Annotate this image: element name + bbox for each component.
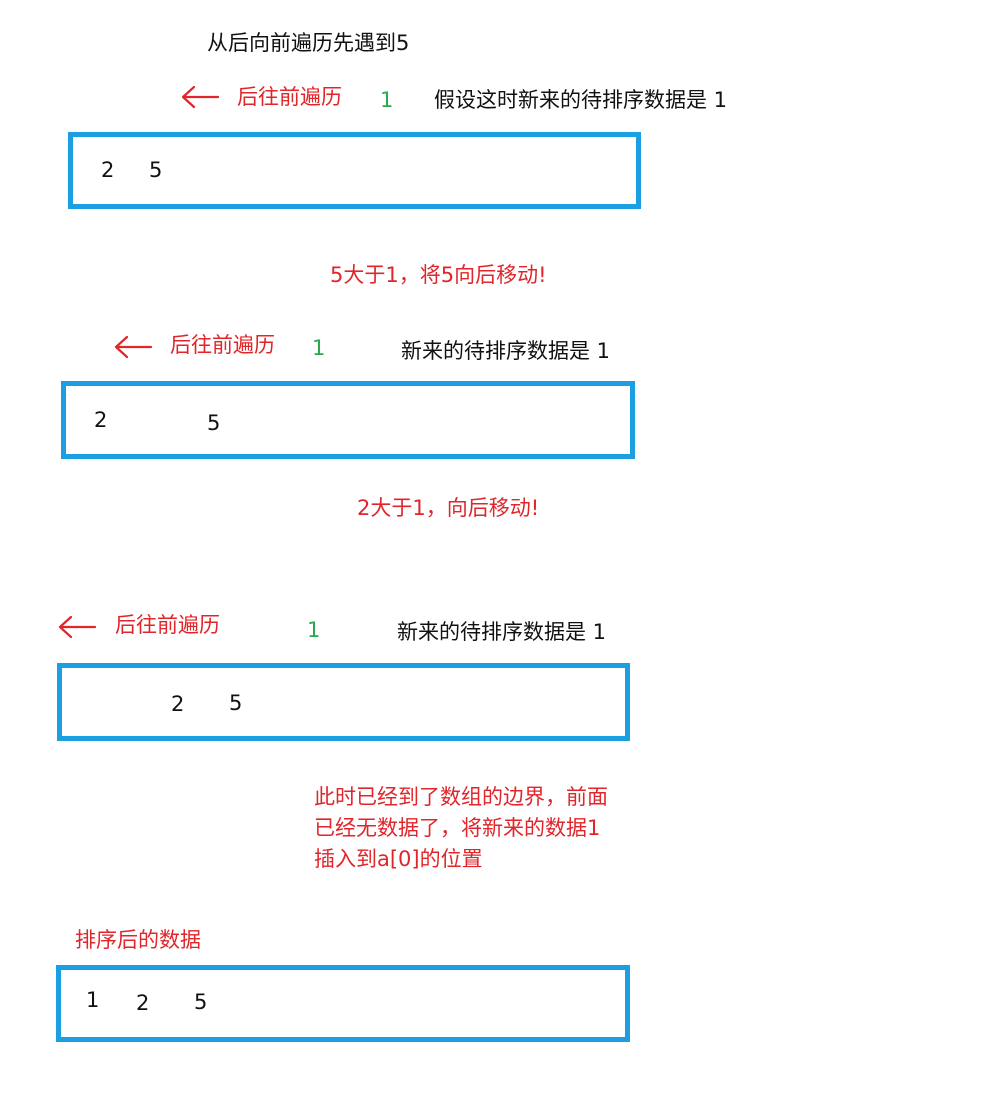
step3-note-line-2: 已经无数据了，将新来的数据1 <box>314 816 601 840</box>
step2-cell-1: 5 <box>207 411 221 435</box>
step1-direction-label: 后往前遍历 <box>237 85 342 109</box>
step3-note-line-1: 此时已经到了数组的边界，前面 <box>314 785 608 809</box>
result-label: 排序后的数据 <box>75 928 201 952</box>
result-array-box <box>56 965 630 1042</box>
step1-cell-0: 2 <box>101 158 115 182</box>
result-cell-0: 1 <box>86 988 100 1012</box>
step2-array-box <box>61 381 635 459</box>
diagram-title: 从后向前遍历先遇到5 <box>207 31 410 55</box>
step2-description: 新来的待排序数据是 1 <box>401 339 611 363</box>
step1-pending-value: 1 <box>380 88 394 112</box>
step2-cell-0: 2 <box>94 408 108 432</box>
step2-note: 2大于1，向后移动! <box>357 496 540 520</box>
step2-direction-label: 后往前遍历 <box>170 333 275 357</box>
step3-note: 此时已经到了数组的边界，前面 已经无数据了，将新来的数据1 插入到a[0]的位置 <box>314 782 608 875</box>
step1-array-box <box>68 132 641 209</box>
left-arrow-icon <box>181 85 220 109</box>
result-cell-1: 2 <box>136 991 150 1015</box>
step3-cell-0: 2 <box>171 692 185 716</box>
left-arrow-icon <box>114 335 153 359</box>
result-cell-2: 5 <box>194 990 208 1014</box>
step1-note: 5大于1，将5向后移动! <box>330 263 547 287</box>
step3-pending-value: 1 <box>307 618 321 642</box>
step3-note-line-3: 插入到a[0]的位置 <box>314 847 483 871</box>
step1-description: 假设这时新来的待排序数据是 1 <box>434 88 728 112</box>
step3-description: 新来的待排序数据是 1 <box>397 620 607 644</box>
left-arrow-icon <box>58 615 97 639</box>
step1-cell-1: 5 <box>149 158 163 182</box>
step3-cell-1: 5 <box>229 691 243 715</box>
step2-pending-value: 1 <box>312 336 326 360</box>
step3-direction-label: 后往前遍历 <box>115 613 220 637</box>
step3-array-box <box>57 663 630 741</box>
